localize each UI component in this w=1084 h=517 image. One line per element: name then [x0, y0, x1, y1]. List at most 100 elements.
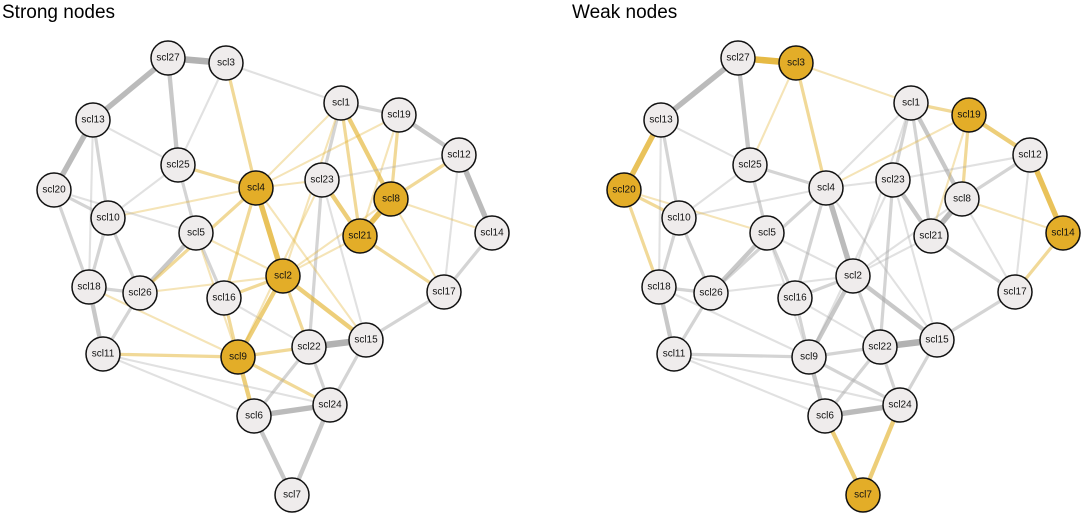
node-label: scl23 [310, 175, 334, 186]
node-scl16: scl16 [206, 280, 242, 316]
node-label: scl15 [925, 335, 949, 346]
node-scl10: scl10 [90, 200, 126, 236]
node-scl7: scl7 [845, 477, 881, 513]
node-scl2: scl2 [265, 258, 301, 294]
edge-scl4-scl16 [793, 186, 828, 300]
node-label: scl22 [868, 342, 892, 353]
edge-scl8-scl2 [281, 197, 393, 278]
node-label: scl18 [647, 282, 671, 293]
edge-scl18-scl9 [87, 285, 240, 359]
node-scl18: scl18 [641, 269, 677, 305]
edge-scl10-scl4 [677, 186, 828, 220]
node-label: scl13 [81, 115, 105, 126]
node-circle [373, 181, 409, 217]
node-circle [474, 215, 510, 251]
edge-scl10-scl4 [106, 186, 258, 220]
node-scl12: scl12 [441, 137, 477, 173]
node-circle [85, 336, 121, 372]
edge-scl19-scl4 [824, 113, 971, 190]
node-scl23: scl23 [875, 162, 911, 198]
edge-scl26-scl2 [709, 274, 855, 295]
node-label: scl19 [387, 110, 411, 121]
node-label: scl5 [187, 228, 205, 239]
node-circle [606, 172, 642, 208]
node-circle [919, 322, 955, 358]
node-label: scl14 [480, 228, 504, 239]
edge-scl13-scl18 [657, 118, 663, 289]
node-scl15: scl15 [348, 322, 384, 358]
edge-scl1-scl8 [338, 100, 394, 202]
node-scl19: scl19 [381, 97, 417, 133]
node-scl6: scl6 [807, 398, 843, 434]
node-scl3: scl3 [778, 45, 814, 81]
node-circle [75, 102, 111, 138]
node-label: scl5 [758, 228, 776, 239]
edge-scl1-scl21 [909, 101, 933, 238]
node-scl27: scl27 [720, 40, 756, 76]
node-circle [1045, 215, 1081, 251]
node-label: scl12 [447, 150, 471, 161]
edge-scl11-scl6 [672, 352, 827, 418]
node-circle [208, 45, 244, 81]
network-panel-weak: scl1scl2scl3scl4scl5scl6scl7scl8scl9scl1… [606, 40, 1081, 513]
edge-scl12-scl23 [320, 153, 461, 182]
node-scl5: scl5 [749, 215, 785, 251]
node-scl8: scl8 [373, 181, 409, 217]
node-label: scl8 [953, 194, 971, 205]
panel-title-weak: Weak nodes [572, 2, 678, 23]
node-circle [291, 329, 327, 365]
node-label: scl8 [382, 194, 400, 205]
node-label: scl15 [354, 335, 378, 346]
node-scl15: scl15 [919, 322, 955, 358]
node-scl26: scl26 [122, 275, 158, 311]
node-scl13: scl13 [643, 102, 679, 138]
node-circle [1012, 137, 1048, 173]
node-label: scl1 [902, 98, 920, 109]
node-scl17: scl17 [997, 274, 1033, 310]
node-scl7: scl7 [274, 477, 310, 513]
edge-scl27-scl25 [165, 55, 181, 168]
node-circle [749, 215, 785, 251]
node-scl21: scl21 [913, 218, 949, 254]
node-label: scl3 [217, 58, 235, 69]
node-scl8: scl8 [944, 181, 980, 217]
edge-scl14-scl8 [960, 197, 1065, 235]
node-scl27: scl27 [150, 40, 186, 76]
edge-scl1-scl21 [339, 101, 362, 238]
node-circle [150, 40, 186, 76]
node-scl18: scl18 [71, 269, 107, 305]
node-circle [835, 258, 871, 294]
node-scl20: scl20 [606, 172, 642, 208]
edge-scl4-scl16 [222, 186, 258, 300]
node-scl5: scl5 [178, 215, 214, 251]
node-circle [720, 40, 756, 76]
node-circle [122, 275, 158, 311]
edge-scl23-scl22 [878, 178, 895, 349]
node-scl14: scl14 [1045, 215, 1081, 251]
edge-scl18-scl9 [657, 285, 811, 359]
node-label: scl2 [844, 271, 862, 282]
node-circle [661, 200, 697, 236]
node-scl21: scl21 [342, 218, 378, 254]
edge-scl3-scl4 [224, 61, 258, 190]
node-scl9: scl9 [791, 339, 827, 375]
node-label: scl27 [156, 53, 180, 64]
panel-title-strong: Strong nodes [2, 2, 116, 23]
edge-scl11-scl24 [672, 352, 902, 407]
node-circle [381, 97, 417, 133]
node-label: scl27 [726, 53, 750, 64]
node-circle [875, 162, 911, 198]
edge-scl12-scl23 [891, 153, 1032, 182]
node-label: scl23 [881, 175, 905, 186]
edge-scl23-scl15 [891, 178, 939, 342]
node-circle [312, 387, 348, 423]
node-label: scl3 [787, 58, 805, 69]
node-circle [862, 329, 898, 365]
edge-scl27-scl25 [735, 55, 753, 168]
edge-scl4-scl15 [254, 186, 368, 342]
node-scl2: scl2 [835, 258, 871, 294]
node-label: scl25 [738, 160, 762, 171]
edge-scl4-scl15 [824, 186, 939, 342]
node-label: scl25 [166, 160, 190, 171]
